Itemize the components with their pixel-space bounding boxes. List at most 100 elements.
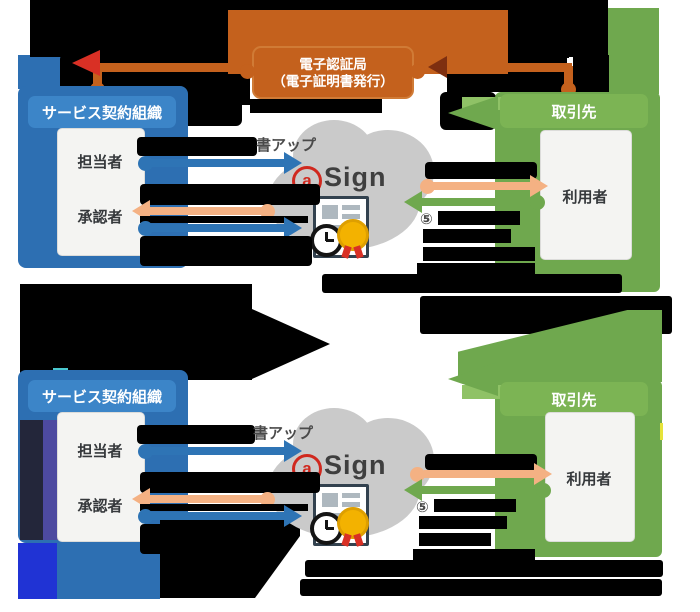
org-header: サービス契約組織 bbox=[28, 380, 176, 412]
esign-arrow-dot bbox=[536, 483, 551, 498]
ca-line-right-drop bbox=[564, 66, 573, 88]
esign-arrow-dot bbox=[530, 195, 545, 210]
notify-arrow-dot bbox=[260, 204, 275, 219]
org-panel-stub bbox=[18, 55, 62, 89]
upload-arrow bbox=[150, 159, 284, 167]
sign-arrowhead-icon bbox=[284, 505, 302, 527]
esign-arrow bbox=[420, 486, 538, 494]
notify-arrow bbox=[148, 495, 266, 503]
obscured-section-title bbox=[20, 284, 252, 380]
obscured-text-blob bbox=[180, 92, 242, 126]
obscured-label-blob bbox=[140, 504, 308, 511]
obscured-label-blob bbox=[419, 533, 491, 546]
obscured-caption-blob bbox=[305, 560, 663, 577]
org-member-box bbox=[57, 128, 145, 256]
mail-arrowhead-icon bbox=[534, 463, 552, 485]
sign-arrow bbox=[150, 224, 284, 232]
obscured-label-blob bbox=[419, 516, 507, 529]
partner-title: 取引先 bbox=[551, 391, 597, 409]
partner-header: 取引先 bbox=[500, 94, 648, 128]
partner-member-box bbox=[540, 130, 632, 260]
obscured-text-blob bbox=[505, 8, 569, 58]
certificate-authority-box: 電子認証局 （電子証明書発行） bbox=[252, 46, 414, 99]
sign-arrow-dot bbox=[138, 509, 153, 524]
partner-wing-icon bbox=[448, 362, 498, 396]
role-tantousha: 担当者 bbox=[77, 442, 123, 460]
ca-line-left bbox=[100, 63, 254, 72]
obscured-label-blob bbox=[434, 499, 516, 512]
obscured-label-blob bbox=[413, 549, 535, 560]
ca-line-left-drop bbox=[93, 66, 102, 88]
medal-icon bbox=[337, 219, 369, 251]
obscured-text-blob bbox=[573, 55, 609, 92]
medal-icon bbox=[337, 507, 369, 539]
obscured-label-blob bbox=[425, 454, 537, 470]
obscured-label-blob bbox=[140, 216, 308, 223]
org-title: サービス契約組織 bbox=[41, 104, 162, 122]
org-title: サービス契約組織 bbox=[41, 388, 162, 406]
obscured-label-blob bbox=[417, 263, 535, 275]
obscured-text-blob bbox=[250, 99, 382, 113]
white-wedge-shape bbox=[255, 536, 300, 598]
upload-arrow-dot bbox=[138, 444, 153, 459]
obscured-label-blob bbox=[137, 137, 257, 156]
sign-arrow-dot bbox=[138, 221, 153, 236]
ca-title-line1: 電子認証局 bbox=[299, 56, 367, 72]
org-member-box bbox=[57, 412, 145, 542]
ca-title-line2: （電子証明書発行） bbox=[272, 73, 394, 89]
upload-arrow-dot bbox=[138, 156, 153, 171]
obscured-label-blob bbox=[140, 472, 320, 493]
decorative-purple-column bbox=[43, 420, 60, 540]
upload-label-fragment: 書アップ bbox=[256, 137, 317, 154]
obscured-section-title-tail bbox=[252, 309, 330, 379]
obscured-label-blob bbox=[438, 211, 520, 225]
obscured-caption-blob bbox=[300, 579, 662, 596]
role-tantousha: 担当者 bbox=[77, 153, 123, 171]
apply-arrowhead-icon bbox=[428, 56, 447, 78]
mail-arrow-dot bbox=[410, 467, 425, 482]
upload-arrowhead-icon bbox=[284, 152, 302, 174]
obscured-label-blob bbox=[140, 236, 312, 266]
obscured-label-blob bbox=[137, 425, 255, 444]
role-shouninsha: 承認者 bbox=[77, 497, 123, 515]
esign-arrowhead-icon bbox=[404, 479, 422, 501]
sign-arrow bbox=[150, 512, 284, 520]
sign-arrowhead-icon bbox=[284, 217, 302, 239]
esign-arrow bbox=[420, 198, 538, 206]
upload-arrowhead-icon bbox=[284, 440, 302, 462]
asign-logo-text: Sign bbox=[324, 162, 387, 192]
notify-arrow-dot bbox=[260, 492, 275, 507]
step5-marker: ⑤ bbox=[420, 211, 433, 228]
ca-nub-left bbox=[240, 64, 255, 79]
obscured-label-blob bbox=[140, 184, 320, 205]
role-riyousha: 利用者 bbox=[562, 188, 608, 206]
decorative-blue-block bbox=[18, 543, 57, 599]
partner-wing-icon bbox=[448, 96, 498, 130]
asign-logo-text: Sign bbox=[324, 450, 387, 480]
notify-arrow bbox=[148, 207, 266, 215]
obscured-label-blob bbox=[140, 524, 260, 554]
role-shouninsha: 承認者 bbox=[77, 208, 123, 226]
upload-arrow bbox=[150, 447, 284, 455]
mail-arrow bbox=[424, 470, 534, 478]
partner-header: 取引先 bbox=[500, 382, 648, 416]
role-riyousha: 利用者 bbox=[566, 470, 612, 488]
obscured-label-blob bbox=[423, 247, 535, 261]
obscured-label-blob bbox=[425, 162, 537, 179]
partner-panel-band bbox=[607, 8, 659, 94]
decorative-dark-column bbox=[20, 420, 43, 540]
obscured-caption-blob bbox=[322, 274, 622, 293]
step5-marker: ⑤ bbox=[416, 499, 429, 516]
mail-arrow bbox=[430, 182, 532, 190]
ca-nub-right bbox=[410, 64, 425, 79]
org-header: サービス契約組織 bbox=[28, 96, 176, 128]
yellow-mark bbox=[660, 423, 663, 440]
cert-issue-arrowhead-icon bbox=[72, 50, 100, 76]
ca-line-right bbox=[412, 63, 572, 72]
upload-label-fragment: 書アップ bbox=[253, 425, 314, 442]
mail-arrowhead-icon bbox=[530, 175, 548, 197]
partner-member-box bbox=[545, 412, 635, 542]
obscured-label-blob bbox=[423, 229, 511, 243]
esign-arrowhead-icon bbox=[404, 191, 422, 213]
